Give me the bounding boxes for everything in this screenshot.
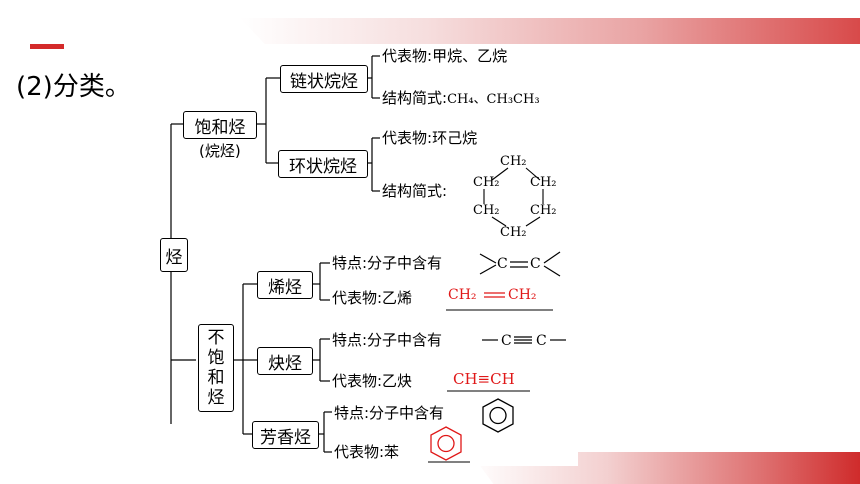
alkene-feature-c-right: C bbox=[530, 256, 541, 272]
benzene-answer-icon bbox=[430, 426, 462, 461]
benzene-feature-icon bbox=[482, 398, 514, 433]
alkyne-representative: 代表物:乙炔 bbox=[332, 372, 413, 390]
ring-node-lower-left: CH₂ bbox=[473, 203, 500, 218]
node-ring-alkane: 环状烷烃 bbox=[278, 150, 368, 178]
alkyne-triple-bond-feature bbox=[482, 336, 566, 344]
alkene-representative: 代表物:乙烯 bbox=[332, 289, 413, 307]
ring-representative: 代表物:环己烷 bbox=[382, 129, 478, 147]
alkyne-feature-c-left: C bbox=[501, 333, 512, 349]
acetylene-answer: CH≡CH bbox=[453, 370, 515, 388]
node-saturated: 饱和烃 bbox=[183, 111, 257, 139]
node-alkene: 烯烃 bbox=[257, 271, 313, 299]
alkene-feature-c-left: C bbox=[497, 256, 508, 272]
chain-formula: 结构简式:CH₄、CH₃CH₃ bbox=[382, 89, 540, 107]
chain-representative: 代表物:甲烷、乙烷 bbox=[382, 47, 508, 65]
header-decoration-band bbox=[240, 18, 860, 44]
ring-node-top: CH₂ bbox=[500, 154, 527, 169]
accent-bar bbox=[30, 44, 64, 49]
alkyne-feature: 特点:分子中含有 bbox=[332, 331, 443, 349]
aromatic-representative: 代表物:苯 bbox=[334, 443, 400, 461]
cyclohexane-bonds bbox=[483, 167, 544, 227]
alkene-feature: 特点:分子中含有 bbox=[332, 254, 443, 272]
node-hydrocarbon: 烃 bbox=[160, 238, 188, 272]
ring-formula-label: 结构简式: bbox=[382, 182, 448, 200]
ethylene-answer-left: CH₂ bbox=[448, 287, 477, 303]
ethylene-answer-bond bbox=[484, 292, 505, 298]
ethylene-answer-right: CH₂ bbox=[508, 287, 537, 303]
ring-node-upper-left: CH₂ bbox=[473, 175, 500, 190]
alkyne-feature-c-right: C bbox=[536, 333, 547, 349]
saturated-alias: (烷烃) bbox=[199, 142, 241, 160]
aromatic-feature: 特点:分子中含有 bbox=[334, 404, 445, 422]
ring-node-lower-right: CH₂ bbox=[530, 203, 557, 218]
node-unsaturated: 不 饱 和 烃 bbox=[198, 324, 234, 412]
ring-node-upper-right: CH₂ bbox=[530, 175, 557, 190]
section-heading: (2)分类。 bbox=[16, 72, 131, 102]
alkene-double-bond-feature bbox=[479, 251, 561, 277]
node-alkyne: 炔烃 bbox=[257, 347, 313, 375]
node-chain-alkane: 链状烷烃 bbox=[280, 65, 368, 93]
node-aromatic: 芳香烃 bbox=[252, 421, 319, 449]
ring-node-bottom: CH₂ bbox=[500, 225, 527, 240]
